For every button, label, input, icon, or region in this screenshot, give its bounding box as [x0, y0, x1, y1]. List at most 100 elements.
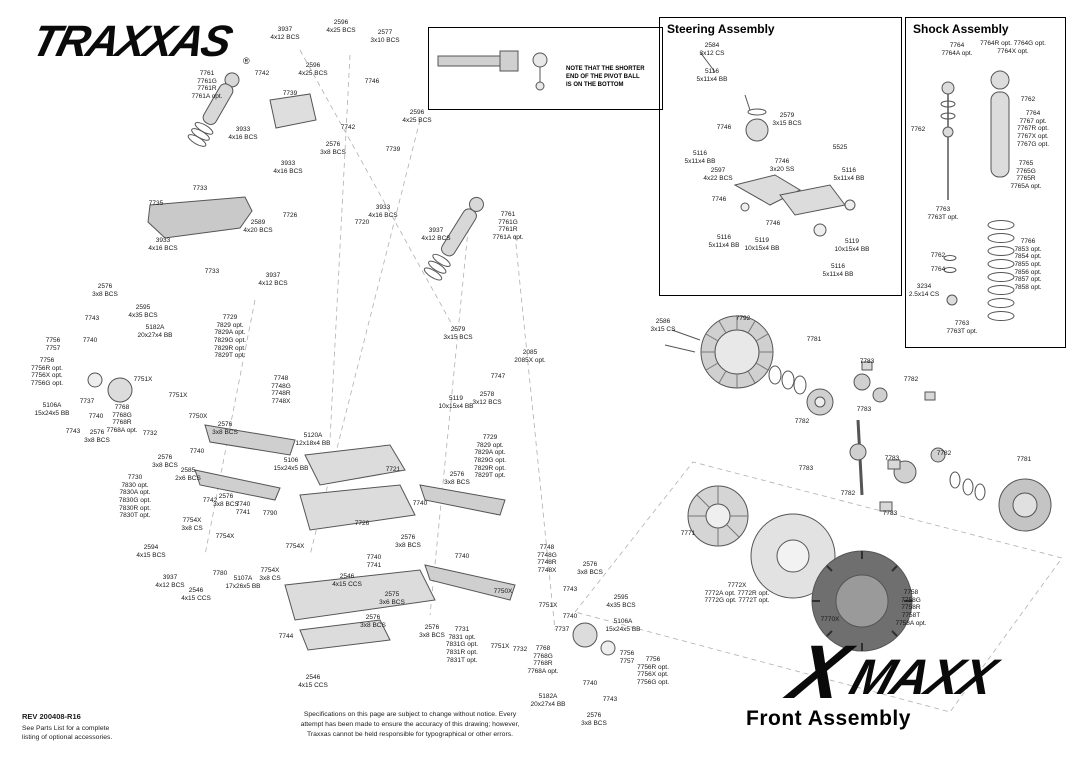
part-label: 7766 7853 opt. 7854 opt. 7855 opt. 7856 … [1014, 238, 1042, 291]
part-label: 7733 [204, 268, 220, 275]
part-label: 7743 [562, 586, 578, 593]
pivot-ball-note: NOTE THAT THE SHORTER END OF THE PIVOT B… [566, 66, 645, 88]
part-label: 3937 4x12 BCS [155, 574, 185, 589]
part-label: 7764 7764A opt. [941, 42, 973, 57]
part-label: 2576 3x8 BCS [152, 454, 178, 469]
part-label: 7746 [716, 124, 732, 131]
part-label: 7751X [168, 392, 188, 399]
part-label: 3234 2.5x14 CS [908, 283, 940, 298]
part-label: 2575 3x6 BCS [379, 591, 405, 606]
part-label: 7740 7741 [235, 501, 251, 516]
part-label: 2576 3x8 BCS [212, 421, 238, 436]
part-label: 7764 [930, 266, 946, 273]
part-label: 7737 [79, 398, 95, 405]
part-label: 7740 7741 [366, 554, 382, 569]
part-label: 5120A 12x18x4 BB [295, 432, 331, 447]
part-label: 7739 [385, 146, 401, 153]
part-label: 7737 [554, 626, 570, 633]
part-label: 7754X [215, 533, 235, 540]
part-label: 7750X [493, 588, 513, 595]
part-label: 3937 4x12 BCS [258, 272, 288, 287]
part-label: 7732 [512, 646, 528, 653]
part-label: 7743 [65, 428, 81, 435]
traxxas-logo: TRAXXAS ® [25, 10, 255, 70]
part-label: 2576 3x8 BCS [581, 712, 607, 727]
part-label: 7782 [794, 418, 810, 425]
part-label: 2576 3x8 BCS [213, 493, 239, 508]
part-label: 7740 [189, 448, 205, 455]
part-label: 7748 7748G 7748R 7748X [271, 375, 291, 405]
part-label: 7781 [806, 336, 822, 343]
page-title: Front Assembly [746, 707, 911, 730]
part-label: 7756 7757 [45, 337, 61, 352]
part-label: 7721 [385, 466, 401, 473]
shock-assembly-title: Shock Assembly [913, 22, 1009, 36]
part-label: 7761 7761G 7761R 7761A opt. [492, 211, 524, 241]
xmaxx-logo-maxx: MAXX [844, 649, 1006, 705]
part-label: 7746 [765, 220, 781, 227]
part-label: 7754X 3x8 CS [181, 517, 203, 532]
part-label: 7756 7757 [619, 650, 635, 665]
part-label: 5106 15x24x5 BB [273, 457, 309, 472]
part-label: 2586 3x15 CS [650, 318, 676, 333]
steering-assembly-box: Steering Assembly [659, 17, 902, 296]
part-label: 7780 [212, 570, 228, 577]
part-label: 7781 [1016, 456, 1032, 463]
part-label: 7783 [798, 465, 814, 472]
part-label: 2594 4x15 BCS [136, 544, 166, 559]
part-label: 7782 [936, 450, 952, 457]
part-label: 7740 [562, 613, 578, 620]
part-label: 2576 3x8 BCS [92, 283, 118, 298]
part-label: 7756 7756R opt. 7756X opt. 7756G opt. [30, 357, 64, 387]
part-label: 7771 [680, 530, 696, 537]
part-label: 5525 [832, 144, 848, 151]
part-label: 2596 4x25 BCS [298, 62, 328, 77]
part-label: 2576 3x8 BCS [395, 534, 421, 549]
part-label: 7746 [711, 196, 727, 203]
part-label: 7746 3x20 SS [769, 158, 795, 173]
wheel-tire-art [687, 485, 913, 652]
part-label: 7748 7748G 7748R 7748X [537, 544, 557, 574]
part-label: 7782 [903, 376, 919, 383]
part-label: 5116 5x11x4 BB [822, 263, 854, 278]
part-label: 2576 3x8 BCS [360, 614, 386, 629]
part-label: 2576 3x8 BCS [577, 561, 603, 576]
part-label: 7747 [490, 373, 506, 380]
part-label: 7740 [82, 337, 98, 344]
part-label: 7763 7763T opt. [946, 320, 978, 335]
front-shocks-art [187, 72, 484, 281]
part-label: 3933 4x16 BCS [368, 204, 398, 219]
part-label: 5116 5x11x4 BB [833, 167, 865, 182]
part-label: 5106A 15x24x5 BB [605, 618, 641, 633]
part-label: 7740 [582, 680, 598, 687]
part-label: 7750X [188, 413, 208, 420]
part-label: 2595 4x35 BCS [606, 594, 636, 609]
part-label: 2585 2x6 BCS [175, 467, 201, 482]
part-label: 7744 [278, 633, 294, 640]
trademark-symbol: ® [243, 56, 250, 66]
part-label: 5107A 17x26x5 BB [225, 575, 261, 590]
part-label: 7740 [88, 413, 104, 420]
part-label: 2576 3x8 BCS [419, 624, 445, 639]
part-label: 7739 [282, 90, 298, 97]
part-label: 7740 [454, 553, 470, 560]
part-label: 2596 4x25 BCS [326, 19, 356, 34]
traxxas-logo-text: TRAXXAS [27, 18, 237, 66]
part-label: 7726 [282, 212, 298, 219]
part-label: 7783 [884, 455, 900, 462]
shock-assembly-art [940, 70, 1015, 321]
part-label: 2576 3x8 BCS [320, 141, 346, 156]
part-label: 7732 [142, 430, 158, 437]
part-label: 2596 4x25 BCS [402, 109, 432, 124]
shock-assembly-box: Shock Assembly [905, 17, 1066, 348]
part-label: 7742 [340, 124, 356, 131]
part-label: 7764R opt. 7764G opt. 7764X opt. [980, 40, 1046, 55]
part-label: 7762 [930, 252, 946, 259]
part-label: 7783 [856, 406, 872, 413]
part-label: 2589 4x20 BCS [243, 219, 273, 234]
part-label: 7783 [859, 358, 875, 365]
part-label: 2577 3x10 BCS [370, 29, 400, 44]
part-label: 7765 7765G 7765R 7765A opt. [1010, 160, 1042, 190]
part-label: 2579 3x15 BCS [443, 326, 473, 341]
